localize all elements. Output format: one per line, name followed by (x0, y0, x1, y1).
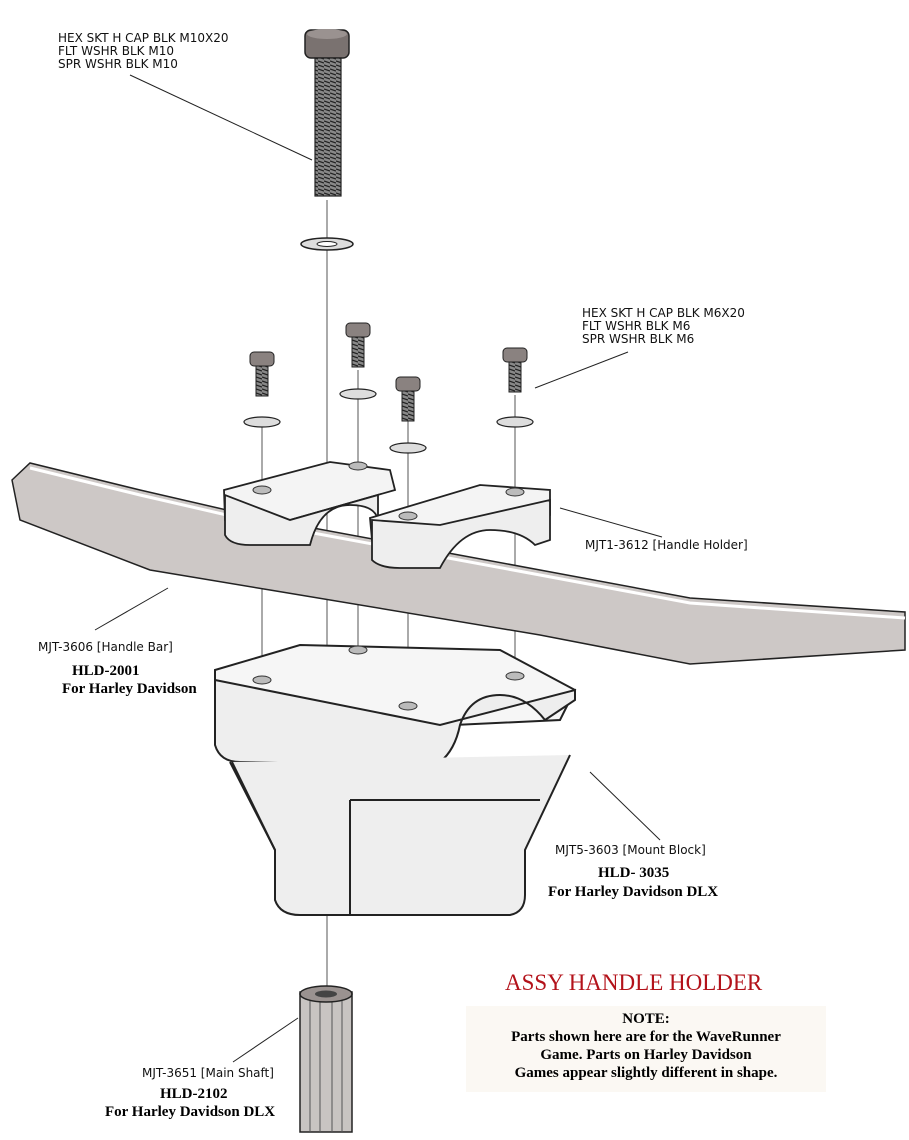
main-shaft-model: For Harley Davidson DLX (105, 1104, 276, 1120)
handle-holder-label: MJT1-3612 [Handle Holder] (585, 538, 748, 552)
handle-bar-model: For Harley Davidson (62, 681, 197, 697)
mount-block-part-label: MJT5-3603 [Mount Block] (555, 843, 706, 857)
main-shaft-code: HLD-2102 (160, 1086, 228, 1102)
handle-bar-part-label: MJT-3606 [Handle Bar] (38, 640, 173, 654)
mount-block (214, 643, 577, 916)
handle-bar-code: HLD-2001 (72, 663, 140, 679)
mount-block-code: HLD- 3035 (598, 865, 670, 881)
note-line: Games appear slightly different in shape… (514, 1065, 778, 1081)
diagram-title: ASSY HANDLE HOLDER (505, 970, 763, 995)
mount-block-model: For Harley Davidson DLX (548, 884, 719, 900)
note-line: Game. Parts on Harley Davidson (540, 1047, 752, 1063)
m10-bolt (304, 29, 350, 197)
leader-lines (94, 74, 663, 1063)
m6-washers (243, 388, 534, 454)
main-shaft (299, 985, 353, 1133)
note-heading: NOTE: (622, 1011, 670, 1027)
main-shaft-part-label: MJT-3651 [Main Shaft] (142, 1066, 274, 1080)
bolt-holes (252, 461, 525, 711)
handle-holders (223, 461, 551, 569)
note-box: NOTE: Parts shown here are for the WaveR… (466, 1006, 826, 1092)
m6-bolts (249, 322, 528, 422)
note-line: Parts shown here are for the WaveRunner (511, 1029, 781, 1045)
